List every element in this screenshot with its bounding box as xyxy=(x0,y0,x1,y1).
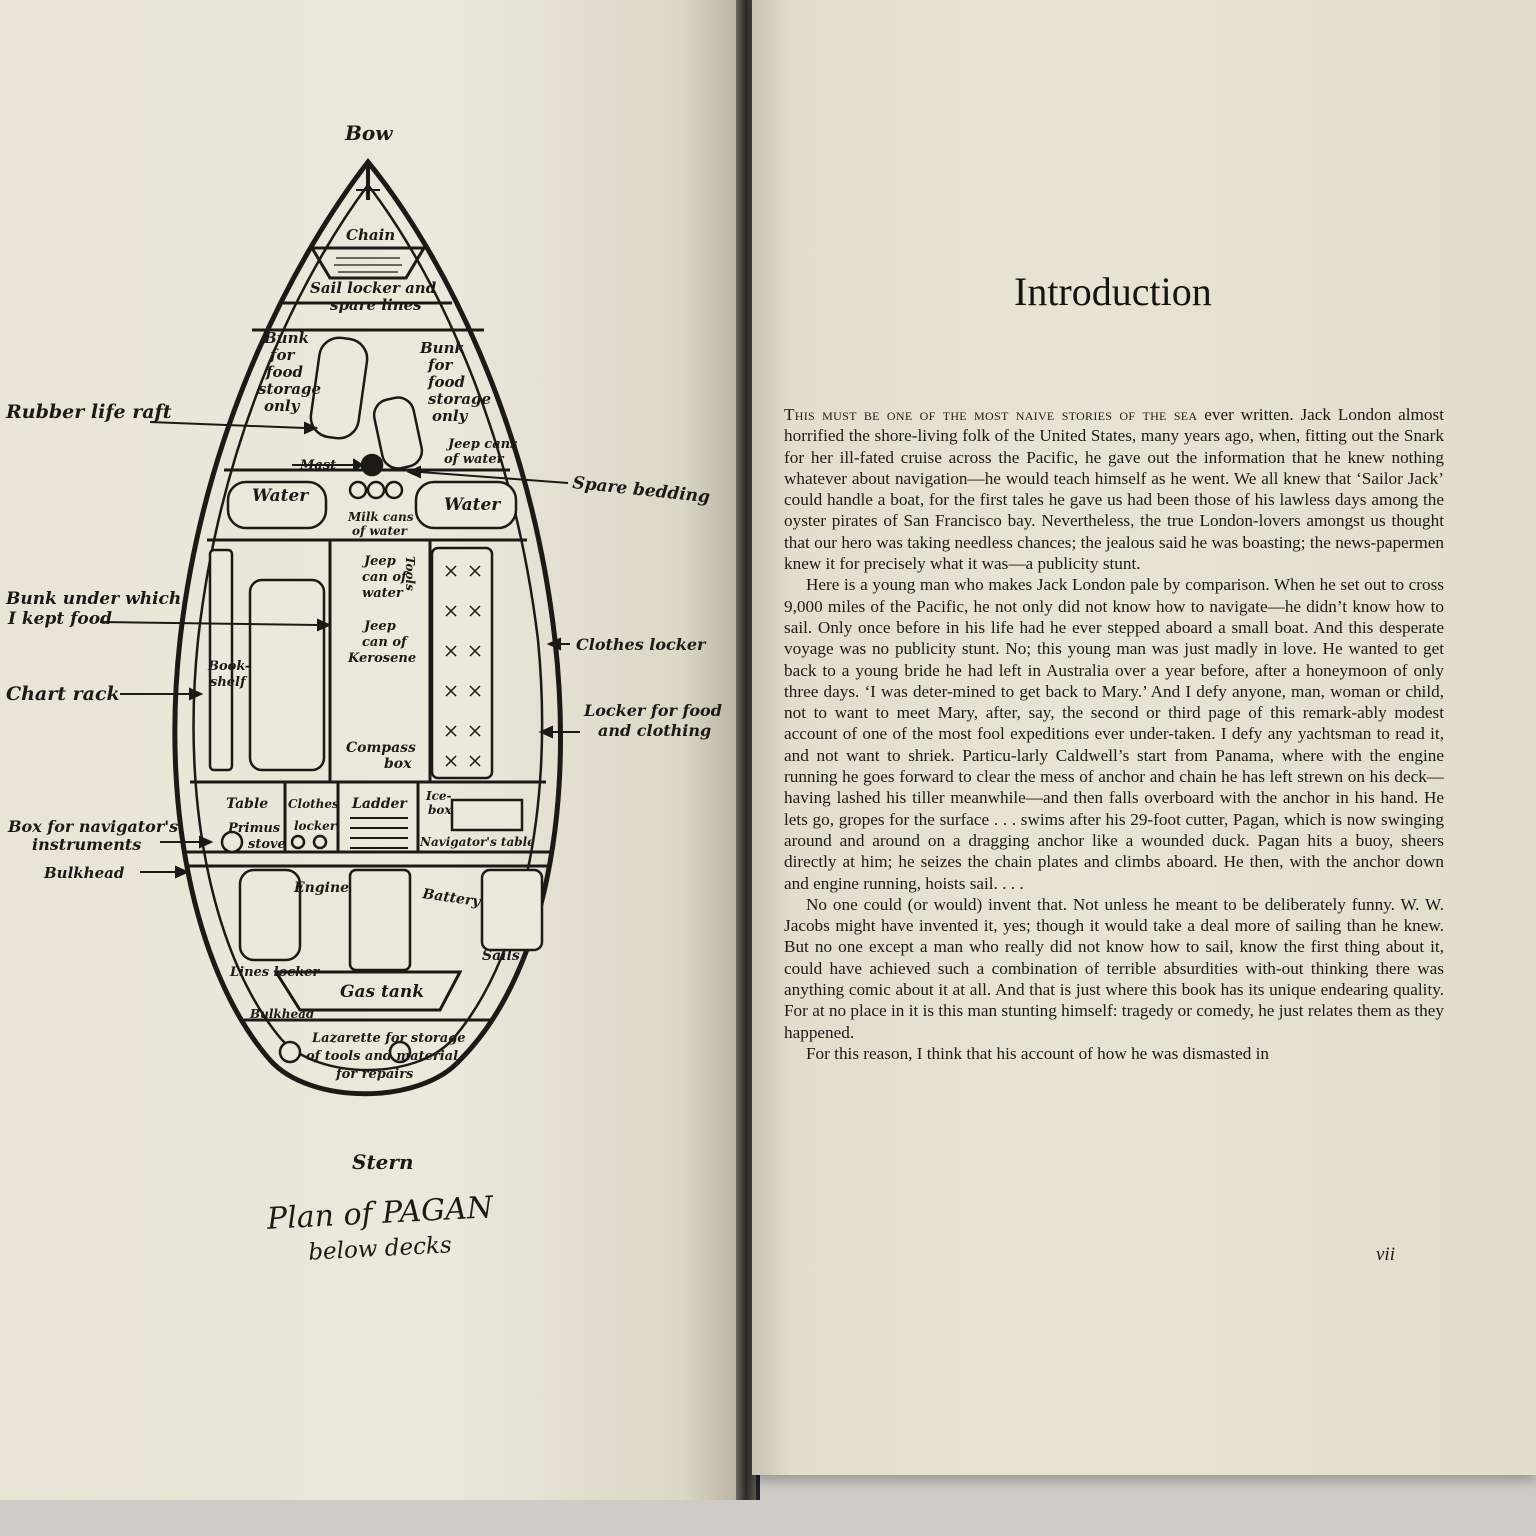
bunk-right-label-1: for xyxy=(427,356,453,374)
lazarette-label-3: for repairs xyxy=(335,1067,414,1082)
compartment-lines xyxy=(186,246,552,1022)
callout-bunk-food-2: I kept food xyxy=(7,609,112,629)
primus-label-2: stove xyxy=(248,837,286,852)
bunk-right-label-2: food xyxy=(427,373,465,391)
jeep-kerosene-label-1: Jeep xyxy=(361,619,396,634)
paragraph-1-text: ever written. Jack London almost horrifi… xyxy=(784,405,1444,574)
callout-nav-instruments-1: Box for navigator's xyxy=(7,817,178,836)
sail-locker-label-1: Sail locker and xyxy=(310,279,437,297)
clothes-locker-inner-2: locker xyxy=(294,819,338,833)
table-label: Table xyxy=(226,796,268,812)
navigators-table-label: Navigator's table xyxy=(419,835,535,849)
left-page xyxy=(0,0,742,1500)
callout-locker-food-1: Locker for food xyxy=(583,701,722,720)
compass-box-label-2: box xyxy=(384,756,412,772)
bookshelf-label-2: shelf xyxy=(210,675,248,690)
callout-arrows xyxy=(99,421,580,879)
book-gutter xyxy=(736,0,756,1500)
clothes-locker-inner-1: Clothes xyxy=(288,797,339,811)
lines-locker-label: Lines locker xyxy=(229,965,320,980)
chain-label: Chain xyxy=(346,226,395,244)
paragraph-1: This must be one of the most naive stori… xyxy=(784,404,1444,574)
milk-cans-label-1: Milk cans xyxy=(347,510,414,524)
icebox-label-1: Ice- xyxy=(425,789,452,803)
ladder xyxy=(350,817,408,849)
battery-label: Battery xyxy=(420,886,482,910)
engine-label: Engine xyxy=(293,880,349,896)
bunk-right-label-4: only xyxy=(432,407,469,425)
callout-clothes-locker: Clothes locker xyxy=(576,635,707,654)
callout-locker-food-2: and clothing xyxy=(598,721,711,740)
water-left-label: Water xyxy=(252,486,309,506)
bunk-right-label-3: storage xyxy=(428,390,491,408)
bulkhead-inner-label: Bulkhead xyxy=(249,1007,315,1021)
sails-label: Sails xyxy=(482,948,520,964)
milk-cans-label-2: of water xyxy=(352,524,409,538)
bunks-and-tanks xyxy=(208,336,544,1064)
boat-plan-diagram: Bow Chain Sail locker and spare lines Bu… xyxy=(5,121,722,1097)
body-text: This must be one of the most naive stori… xyxy=(784,404,1444,1064)
stern-label: Stern xyxy=(352,1150,414,1174)
icebox-label-2: box xyxy=(428,803,452,817)
callout-nav-instruments-2: instruments xyxy=(32,835,141,854)
bow-label: Bow xyxy=(344,121,393,145)
locker-x-marks xyxy=(445,565,481,767)
jeep-kerosene-label-2: can of xyxy=(362,635,409,650)
compass-box-label-1: Compass xyxy=(346,740,416,756)
bunk-left-label-1: for xyxy=(269,346,295,364)
callout-bunk-food-1: Bunk under which xyxy=(5,589,181,609)
callout-rubber-raft: Rubber life raft xyxy=(5,401,172,423)
bunk-left-label-0: Bunk xyxy=(263,329,309,347)
bunk-left-label-2: food xyxy=(265,363,303,381)
paragraph-4: For this reason, I think that his accoun… xyxy=(806,1043,1270,1063)
jeep-cans-top-label-1: Jeep cans xyxy=(445,437,518,452)
paragraph-2: Here is a young man who makes Jack Londo… xyxy=(784,575,1444,893)
opening-smallcaps: This must be one of the most naive stori… xyxy=(784,405,1198,424)
ladder-label: Ladder xyxy=(351,796,408,812)
lazarette-label-1: Lazarette for storage xyxy=(311,1031,466,1046)
jeep-kerosene-label-3: Kerosene xyxy=(347,651,416,666)
chapter-title: Introduction xyxy=(1014,269,1212,314)
lazarette-label-2: of tools and material xyxy=(306,1049,458,1064)
jeep-water-label-3: water xyxy=(362,586,404,601)
jeep-water-label-1: Jeep xyxy=(361,554,396,569)
bunk-right-label-0: Bunk xyxy=(419,339,465,357)
page-number: vii xyxy=(1376,1244,1395,1265)
chain-pile xyxy=(334,257,402,273)
bunk-left-label-3: storage xyxy=(258,380,321,398)
jeep-cans-top-label-2: of water xyxy=(444,452,505,467)
bookshelf-label-1: Book- xyxy=(207,659,250,674)
sail-locker-label-2: spare lines xyxy=(330,296,422,314)
callout-bulkhead: Bulkhead xyxy=(43,864,125,882)
callout-spare-bedding: Spare bedding xyxy=(571,473,710,507)
paragraph-3: No one could (or would) invent that. Not… xyxy=(784,894,1444,1042)
callout-chart-rack: Chart rack xyxy=(6,683,120,705)
bunk-left-label-4: only xyxy=(264,397,301,415)
primus-label-1: Primus xyxy=(227,821,281,836)
gas-tank-label: Gas tank xyxy=(340,982,424,1002)
right-page xyxy=(752,0,1536,1475)
water-right-label: Water xyxy=(444,495,501,515)
mast-label: Mast xyxy=(299,458,336,473)
jeep-water-label-2: can of xyxy=(362,570,409,585)
tools-label: Tools xyxy=(403,556,417,591)
